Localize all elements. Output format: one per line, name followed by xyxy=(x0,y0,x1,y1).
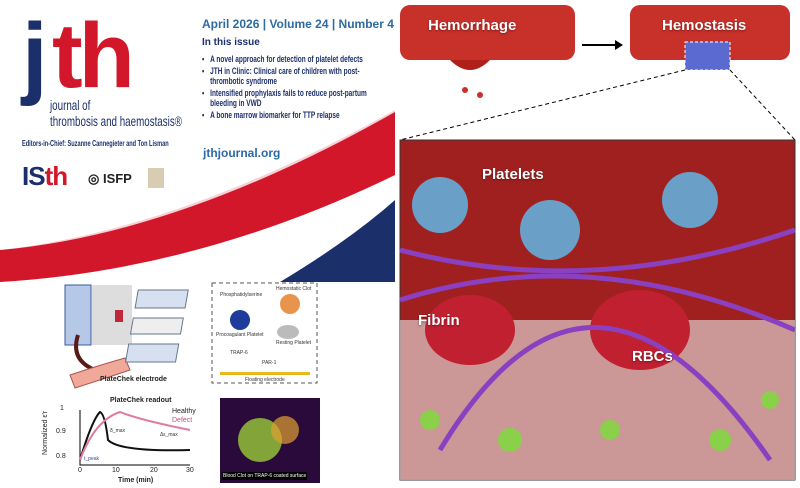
schematic-label-trap6: TRAP-6 xyxy=(230,350,248,356)
journal-name-line1: journal of xyxy=(50,97,91,113)
legend-defect: Defect xyxy=(172,417,193,424)
xtick: 30 xyxy=(186,467,194,474)
issue-items: A novel approach for detection of platel… xyxy=(202,54,372,122)
hemorrhage-label: Hemorrhage xyxy=(428,17,517,34)
y-label: Normalized ε'r xyxy=(42,410,49,455)
journal-name-line2: thrombosis and haemostasis® xyxy=(50,113,182,129)
platelets-label: Platelets xyxy=(482,166,544,183)
schematic-label-resting-platelet: Resting Platelet xyxy=(276,340,312,346)
isfp-logo: ◎ ISFP xyxy=(88,171,132,186)
annotation-delta-max: δ_max xyxy=(110,428,126,434)
micrograph-caption: Blood Clot on TRAP-6 coated surface xyxy=(222,472,308,480)
logo-th: th xyxy=(52,5,135,107)
website[interactable]: jthjournal.org xyxy=(203,146,281,160)
schematic-label-floating-electrode: Floating electrode xyxy=(245,377,285,383)
in-this-issue: In this issue xyxy=(202,37,260,48)
xtick: 0 xyxy=(78,467,82,474)
legend-healthy: Healthy xyxy=(172,408,196,415)
illustration-graphics xyxy=(399,5,797,481)
cover-swoosh xyxy=(0,100,395,282)
logo-j: j xyxy=(22,5,47,107)
annotation-delta-epsilon-max: Δε_max xyxy=(160,432,178,438)
ytick: 1 xyxy=(60,405,64,412)
ytick: 0.9 xyxy=(56,428,66,435)
issue-item: A bone marrow biomarker for TTP relapse xyxy=(202,110,372,120)
schematic-label-hemostatic-clot: Hemostatic Clot xyxy=(276,286,312,292)
fibrin-label: Fibrin xyxy=(418,312,460,329)
editors: Editors-in-Chief: Suzanne Cannegieter an… xyxy=(22,138,169,148)
elsevier-logo xyxy=(148,168,164,188)
annotation-t-peak: t_peak xyxy=(84,456,100,462)
issue-item: JTH in Clinic: Clinical care of children… xyxy=(202,66,372,86)
issue-item: Intensified prophylaxis fails to reduce … xyxy=(202,88,372,108)
issue-line: April 2026 | Volume 24 | Number 4 xyxy=(202,17,394,31)
ytick: 0.8 xyxy=(56,453,66,460)
isth-logo: ISth xyxy=(22,161,68,191)
electrode-label: PlateChek electrode xyxy=(100,376,167,383)
schematic-label-phosphatidylserine: Phosphatidylserine xyxy=(220,292,263,298)
xtick: 20 xyxy=(150,467,158,474)
schematic-label-procoagulant-platelet: Procoagulant Platelet xyxy=(216,332,264,338)
xtick: 10 xyxy=(112,467,120,474)
x-label: Time (min) xyxy=(118,477,154,484)
hemostasis-label: Hemostasis xyxy=(662,17,747,34)
issue-item: A novel approach for detection of platel… xyxy=(202,54,372,64)
schematic-label-par1: PAR-1 xyxy=(262,360,277,366)
figure-graphics xyxy=(64,282,320,483)
journal-name: journal of thrombosis and haemostasis® xyxy=(50,97,182,129)
readout-title: PlateChek readout xyxy=(110,397,172,404)
rbcs-label: RBCs xyxy=(632,348,673,365)
